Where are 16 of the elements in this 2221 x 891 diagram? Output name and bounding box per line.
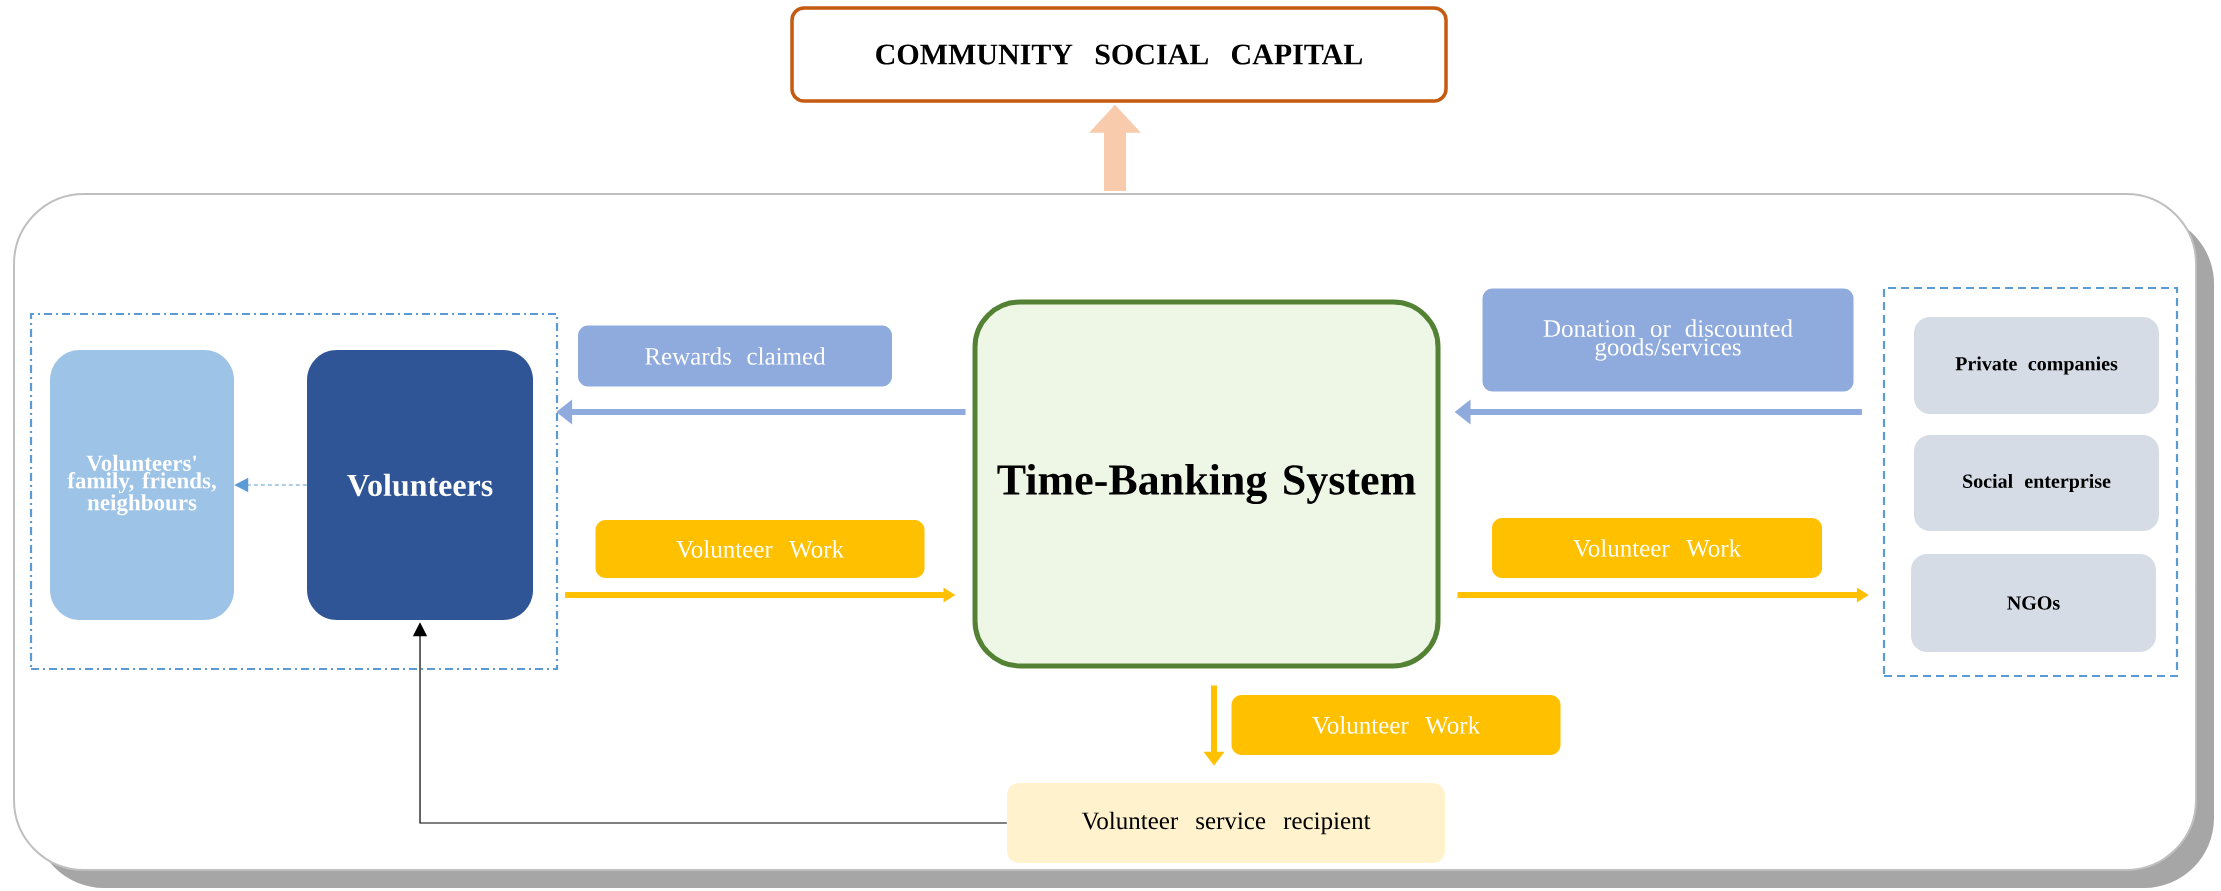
rounded-box: Time-Banking System	[972, 299, 1441, 669]
rounded-box: Volunteers	[307, 350, 533, 620]
rounded-box: Volunteer service recipient	[1007, 783, 1445, 863]
dashed-group-frame	[29, 312, 559, 671]
edge-label: Volunteer Work	[1492, 518, 1822, 578]
arrow	[412, 622, 1008, 824]
rounded-box: Social enterprise	[1914, 435, 2159, 531]
edge-label: Rewards claimed	[578, 325, 892, 387]
dashed-group-frame	[1882, 286, 2179, 678]
rounded-box: Private companies	[1914, 317, 2159, 414]
rounded-box: Volunteers' family, friends, neighbours	[50, 350, 234, 620]
title-box: COMMUNITY SOCIAL CAPITAL	[790, 6, 1448, 103]
edge-label: Donation or discounted goods/services	[1482, 288, 1854, 392]
edge-label: Volunteer Work	[1231, 695, 1561, 755]
rounded-box: NGOs	[1911, 554, 2156, 652]
edge-label: Volunteer Work	[595, 520, 925, 578]
